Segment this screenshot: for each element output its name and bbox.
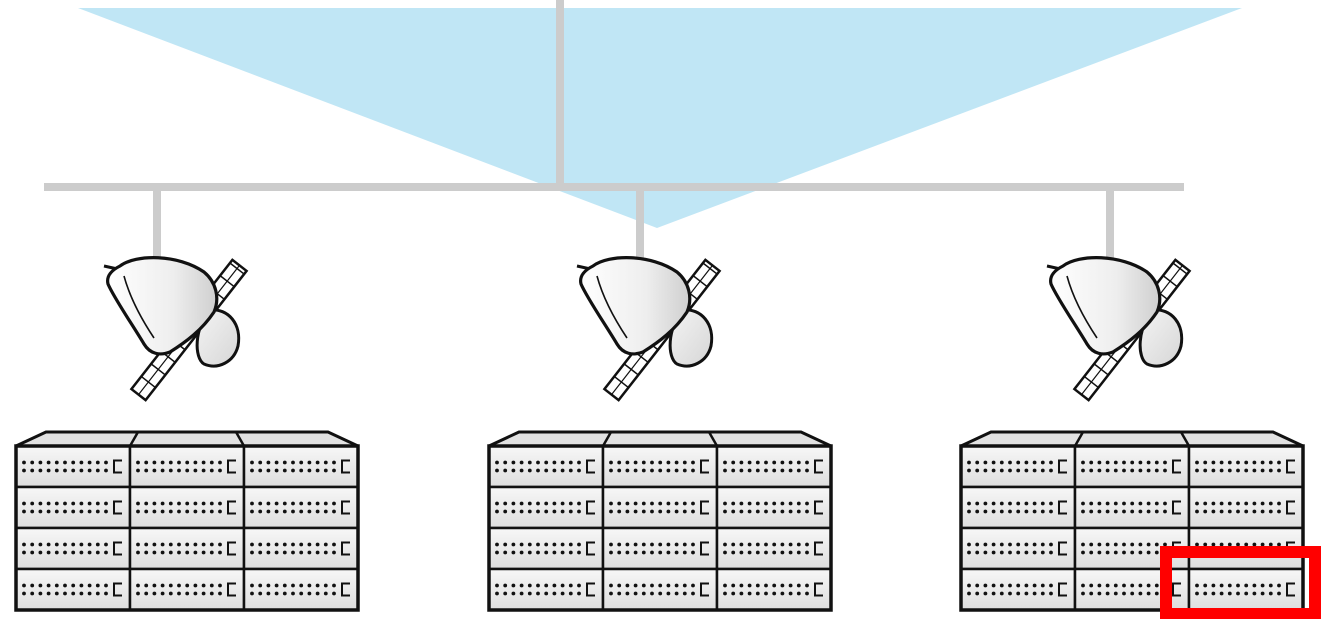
server-unit: [1075, 487, 1189, 528]
server-unit: [603, 528, 717, 569]
satellite-icon: [104, 258, 247, 401]
server-unit: [489, 528, 603, 569]
server-unit: [603, 569, 717, 610]
server-unit: [961, 487, 1075, 528]
server-unit: [1189, 569, 1303, 610]
server-unit: [961, 446, 1075, 487]
server-unit: [244, 487, 358, 528]
server-unit: [130, 487, 244, 528]
server-unit: [717, 446, 831, 487]
server-unit: [16, 528, 130, 569]
server-unit: [130, 446, 244, 487]
server-unit: [16, 446, 130, 487]
server-unit: [603, 446, 717, 487]
server-unit: [961, 569, 1075, 610]
server-unit: [244, 528, 358, 569]
server-racks: [16, 432, 1303, 610]
server-unit: [1189, 487, 1303, 528]
server-unit: [717, 487, 831, 528]
server-unit: [244, 569, 358, 610]
server-unit: [16, 487, 130, 528]
server-unit: [130, 528, 244, 569]
server-rack: [489, 432, 831, 610]
coverage-beam: [78, 8, 1242, 228]
server-unit: [603, 487, 717, 528]
server-unit: [16, 569, 130, 610]
server-unit: [130, 569, 244, 610]
server-unit: [717, 528, 831, 569]
server-unit: [1189, 446, 1303, 487]
server-unit: [489, 487, 603, 528]
server-unit: [489, 446, 603, 487]
server-rack: [16, 432, 358, 610]
server-unit: [244, 446, 358, 487]
server-unit: [961, 528, 1075, 569]
server-rack: [961, 432, 1303, 610]
server-unit: [1075, 446, 1189, 487]
server-unit: [717, 569, 831, 610]
satellite-icon: [577, 258, 720, 401]
satellite-icon: [1047, 258, 1190, 401]
server-unit: [489, 569, 603, 610]
satellites: [104, 258, 1190, 401]
